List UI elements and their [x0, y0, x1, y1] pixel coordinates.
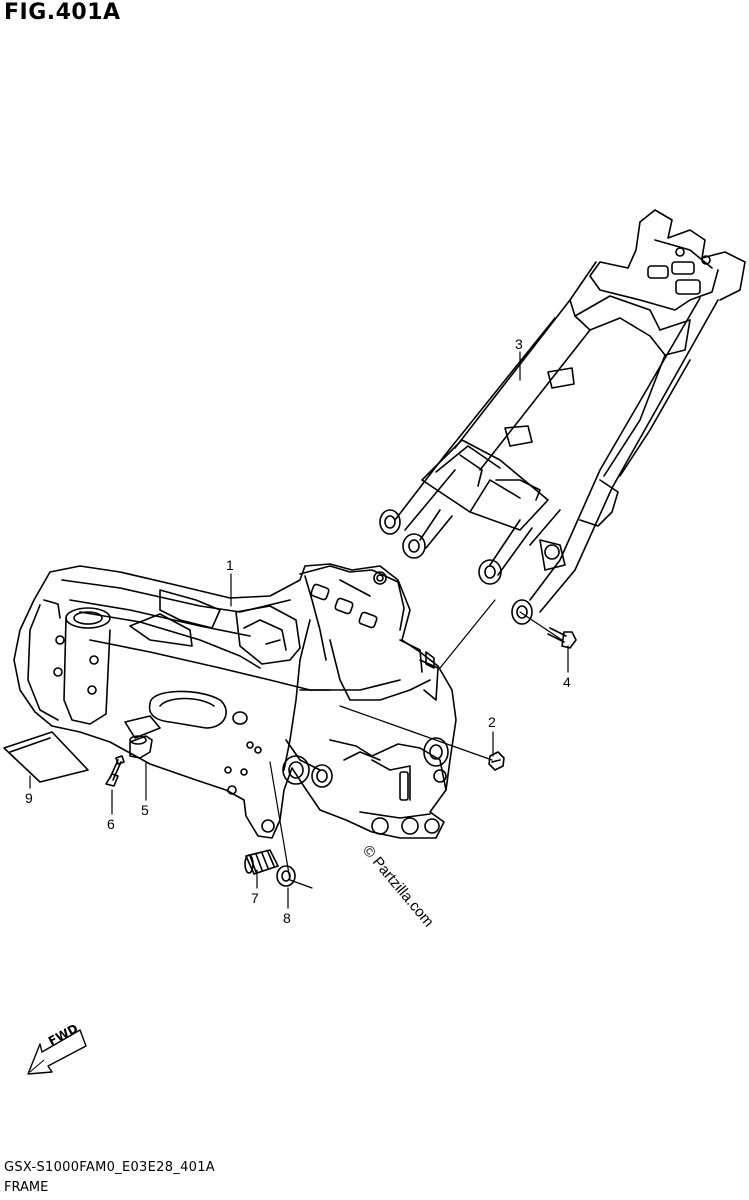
fwd-arrow-icon — [27, 1029, 87, 1075]
callout-3: 3 — [515, 336, 523, 352]
callout-7: 7 — [251, 890, 259, 906]
main-frame — [13, 563, 457, 839]
part-4-bolt — [547, 627, 577, 649]
figure-name: FRAME — [4, 1180, 49, 1195]
callout-6: 6 — [107, 816, 115, 832]
guide-lines — [269, 599, 563, 889]
callout-4: 4 — [563, 674, 571, 690]
part-2-bolt — [488, 751, 505, 771]
figure-code: GSX-S1000FAM0_E03E28_401A — [4, 1160, 215, 1175]
callout-8: 8 — [283, 910, 291, 926]
callout-9: 9 — [25, 790, 33, 806]
part-5-collar — [129, 735, 153, 759]
rear-seat-rail — [379, 209, 746, 625]
figure-title: FIG.401A — [4, 0, 121, 25]
callout-1: 1 — [226, 557, 234, 573]
part-7-stud — [244, 849, 279, 875]
part-6-screw — [105, 755, 125, 787]
callout-2: 2 — [488, 714, 496, 730]
part-9-plate — [3, 731, 89, 783]
leader-lines — [29, 351, 569, 909]
callout-5: 5 — [141, 802, 149, 818]
part-8-washer — [276, 865, 296, 887]
